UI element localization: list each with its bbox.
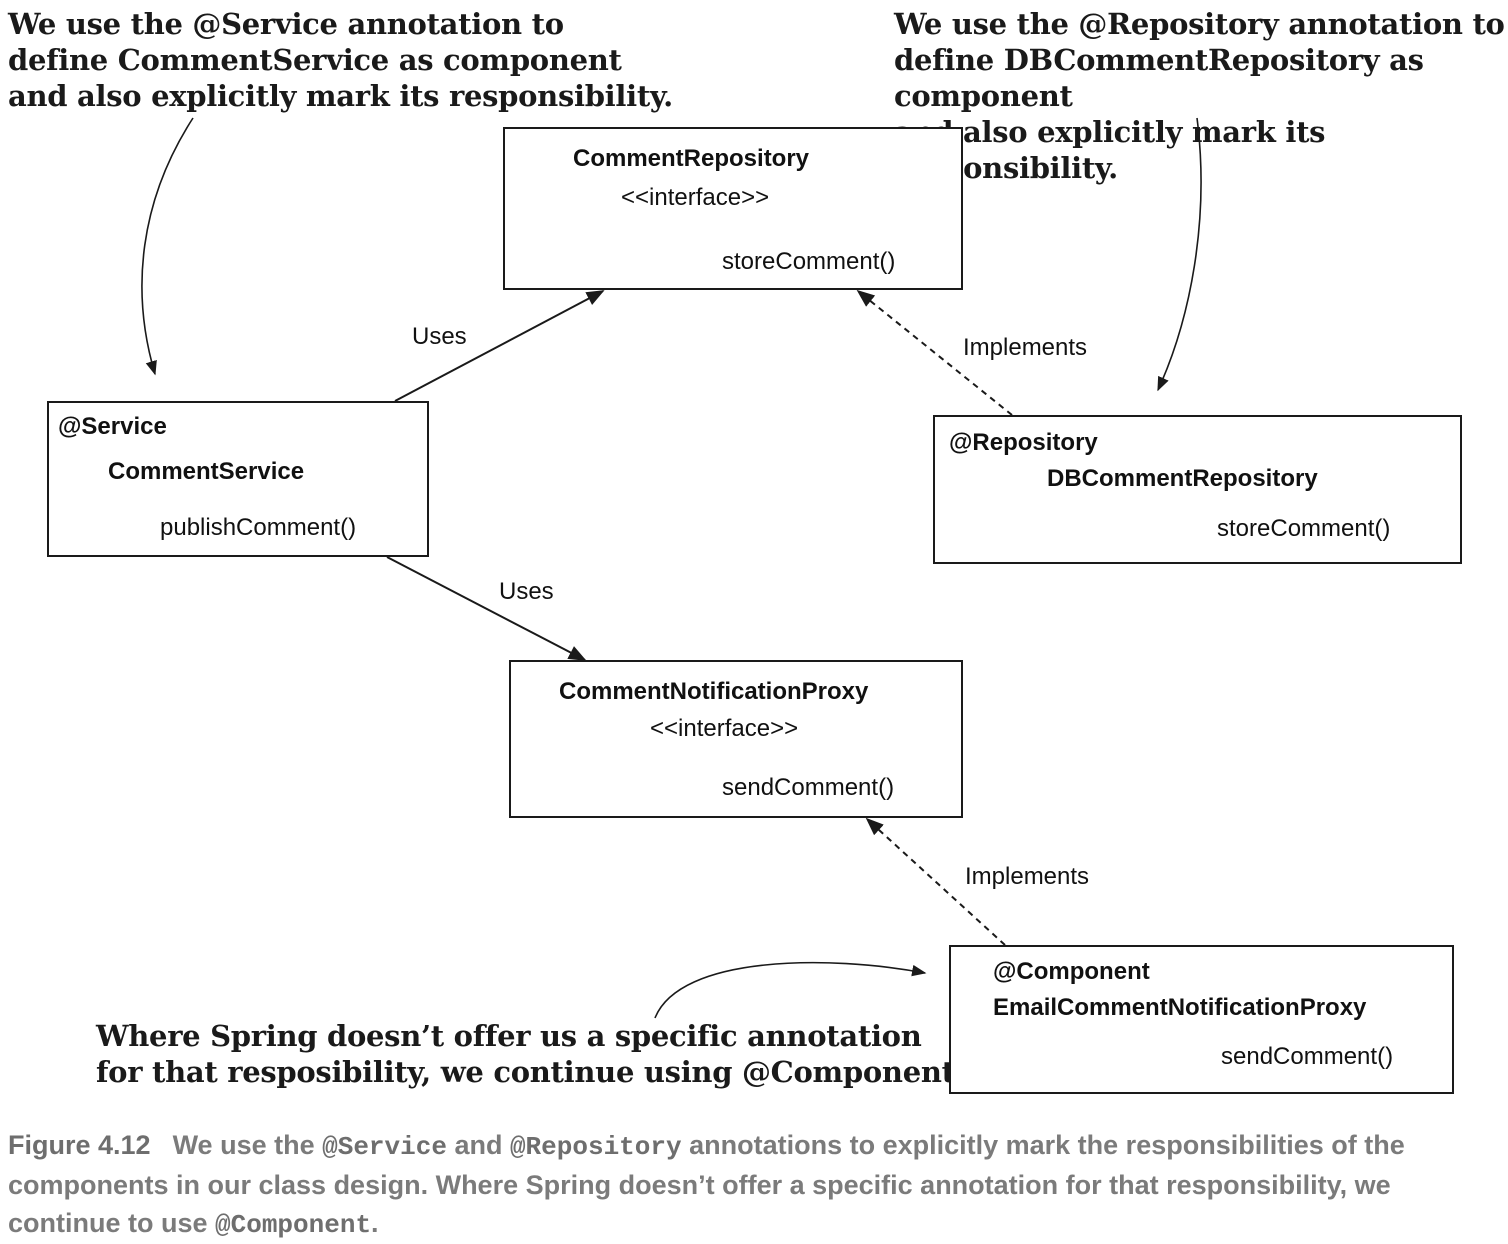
comment-repository-stereotype: <<interface>> [621, 184, 770, 211]
caption-text-1: We use the [172, 1130, 323, 1160]
service-annotation-note: We use the @Service annotation to define… [8, 7, 673, 113]
service-note-arrow [141, 117, 194, 376]
comment-repository-box: CommentRepository <<interface>> storeCom… [503, 127, 963, 290]
implements-repository-label: Implements [963, 334, 1088, 361]
uses-repository-label: Uses [412, 323, 467, 350]
figure-number: Figure 4.12 [8, 1130, 151, 1160]
repository-annotation-note: We use the @Repository annotation to def… [894, 7, 1505, 185]
comment-repository-method: storeComment() [722, 248, 896, 275]
comment-repository-name: CommentRepository [573, 145, 810, 172]
component-annotation-note: Where Spring doesn’t offer us a specific… [96, 1019, 965, 1089]
repository-note-arrow [1157, 117, 1202, 392]
uses-proxy-label: Uses [499, 578, 554, 605]
comment-notification-proxy-box: CommentNotificationProxy <<interface>> s… [509, 660, 963, 818]
caption-code-component: @Component [215, 1210, 372, 1240]
comment-notification-proxy-stereotype: <<interface>> [650, 715, 799, 742]
implements-proxy-line [865, 817, 1006, 946]
caption-text-2: and [446, 1130, 510, 1160]
db-comment-repository-name: DBCommentRepository [1047, 465, 1318, 492]
comment-service-method: publishComment() [160, 514, 357, 541]
uses-proxy-line [386, 556, 587, 661]
comment-notification-proxy-method: sendComment() [722, 774, 895, 801]
email-proxy-annotation: @Component [993, 958, 1150, 985]
email-comment-notification-proxy-box: @Component EmailCommentNotificationProxy… [949, 945, 1454, 1094]
caption-code-repository: @Repository [509, 1132, 682, 1162]
component-note-arrow [654, 961, 927, 1019]
uses-repository-line [394, 290, 605, 402]
db-comment-repository-method: storeComment() [1217, 515, 1391, 542]
comment-service-annotation: @Service [58, 413, 167, 440]
db-comment-repository-box: @Repository DBCommentRepository storeCom… [933, 415, 1462, 564]
comment-service-box: @Service CommentService publishComment() [47, 401, 429, 557]
comment-notification-proxy-name: CommentNotificationProxy [559, 678, 869, 705]
comment-service-name: CommentService [108, 458, 305, 485]
caption-text-3: annotations to explicitly mark the respo… [8, 1130, 1405, 1238]
caption-text-4: . [371, 1208, 379, 1238]
email-proxy-name: EmailCommentNotificationProxy [993, 994, 1367, 1021]
implements-proxy-label: Implements [965, 863, 1090, 890]
figure-caption: Figure 4.12 We use the @Service and @Repo… [8, 1126, 1498, 1244]
db-comment-repository-annotation: @Repository [949, 429, 1098, 456]
caption-code-service: @Service [322, 1132, 447, 1162]
email-proxy-method: sendComment() [1221, 1043, 1394, 1070]
